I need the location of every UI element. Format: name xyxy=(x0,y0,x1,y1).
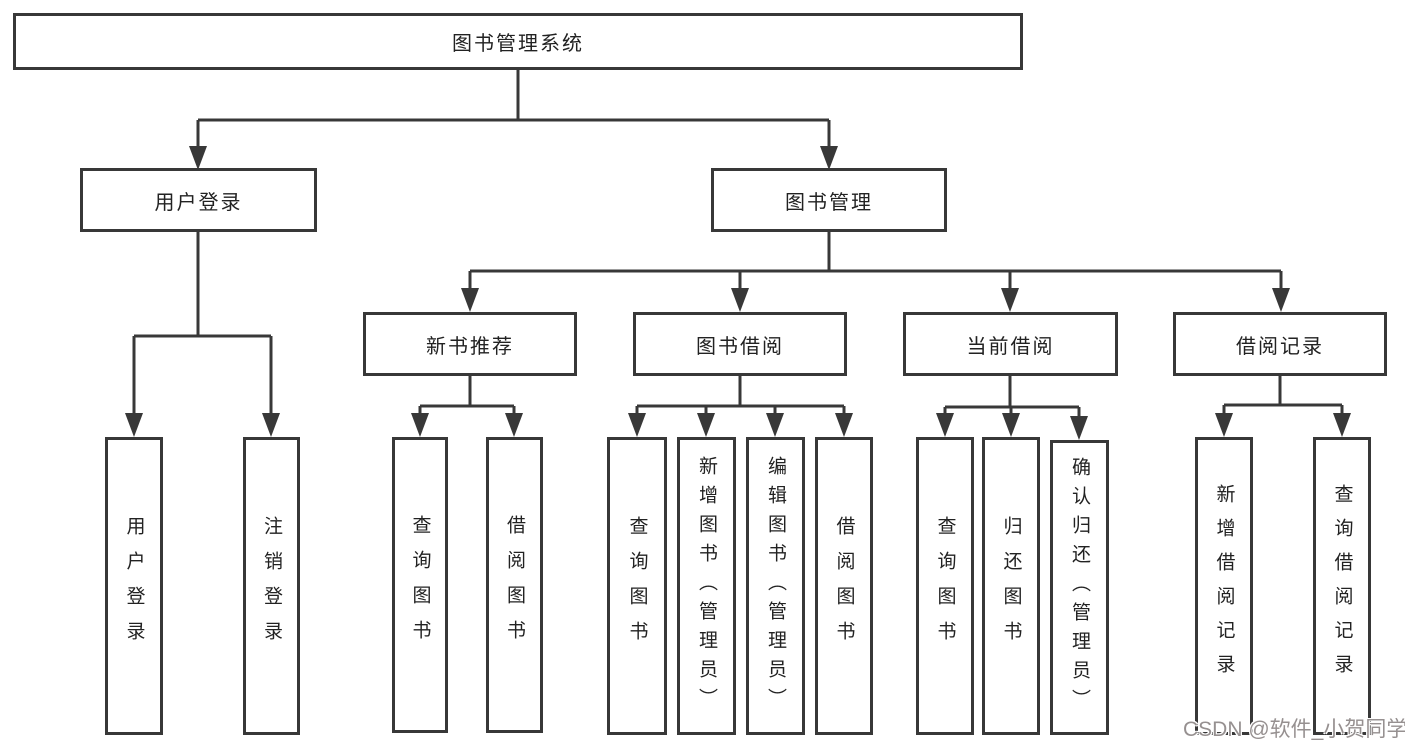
leaf-borrow-books-2-label: 借阅图书 xyxy=(833,516,855,656)
node-root-label: 图书管理系统 xyxy=(452,33,584,55)
leaf-query-books-1: 查询图书 xyxy=(392,437,448,733)
node-book-management: 图书管理 xyxy=(711,168,947,232)
leaf-add-books-admin: 新增图书（管理员） xyxy=(677,437,736,735)
leaf-logout-label: 注销登录 xyxy=(261,516,282,656)
leaf-borrow-books-2: 借阅图书 xyxy=(815,437,873,735)
leaf-add-books-admin-label: 新增图书（管理员） xyxy=(696,455,717,717)
node-book-borrowing-label: 图书借阅 xyxy=(696,335,784,358)
leaf-confirm-return-admin-label: 确认归还（管理员） xyxy=(1069,457,1090,718)
leaf-query-borrow-record-label: 查询借阅记录 xyxy=(1331,484,1353,688)
leaf-query-books-3: 查询图书 xyxy=(916,437,974,735)
node-root-system: 图书管理系统 xyxy=(13,13,1023,70)
node-user-login: 用户登录 xyxy=(80,168,317,232)
csdn-watermark: CSDN @软件_小贺同学 xyxy=(1183,718,1405,741)
node-new-book-recommend: 新书推荐 xyxy=(363,312,577,376)
node-user-login-label: 用户登录 xyxy=(154,191,243,214)
leaf-return-books: 归还图书 xyxy=(982,437,1040,735)
node-current-borrowing: 当前借阅 xyxy=(903,312,1118,376)
node-borrowing-records-label: 借阅记录 xyxy=(1236,335,1324,358)
leaf-logout: 注销登录 xyxy=(243,437,300,735)
leaf-borrow-books-1-label: 借阅图书 xyxy=(504,515,525,655)
node-borrowing-records: 借阅记录 xyxy=(1173,312,1387,376)
arrowheads xyxy=(125,146,1351,440)
node-new-book-recommend-label: 新书推荐 xyxy=(426,335,514,358)
leaf-query-books-3-label: 查询图书 xyxy=(934,516,956,656)
leaf-query-books-2: 查询图书 xyxy=(607,437,667,735)
leaf-add-borrow-record-label: 新增借阅记录 xyxy=(1213,484,1235,688)
leaf-return-books-label: 归还图书 xyxy=(1000,516,1022,656)
leaf-edit-books-admin-label: 编辑图书（管理员） xyxy=(765,455,786,717)
node-current-borrowing-label: 当前借阅 xyxy=(966,335,1055,358)
leaf-user-login: 用户登录 xyxy=(105,437,163,735)
leaf-confirm-return-admin: 确认归还（管理员） xyxy=(1050,440,1109,735)
leaf-query-books-2-label: 查询图书 xyxy=(626,516,648,656)
node-book-borrowing: 图书借阅 xyxy=(633,312,847,376)
leaf-query-borrow-record: 查询借阅记录 xyxy=(1313,437,1371,735)
leaf-borrow-books-1: 借阅图书 xyxy=(486,437,543,733)
leaf-user-login-label: 用户登录 xyxy=(123,516,145,656)
leaf-edit-books-admin: 编辑图书（管理员） xyxy=(746,437,805,735)
leaf-add-borrow-record: 新增借阅记录 xyxy=(1195,437,1253,735)
node-book-management-label: 图书管理 xyxy=(785,191,873,214)
leaf-query-books-1-label: 查询图书 xyxy=(409,515,431,655)
